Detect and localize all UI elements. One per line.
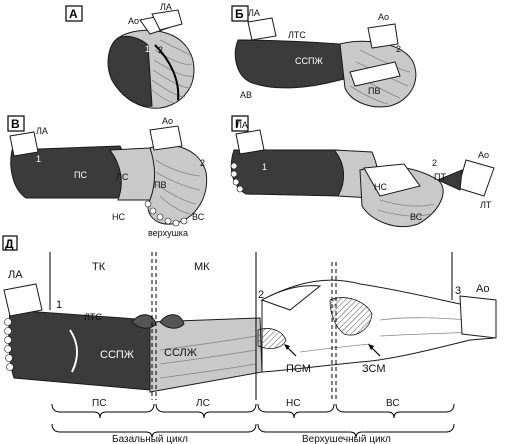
panel-a-fibers <box>151 39 194 104</box>
panel-d-apical-label: Верхушечный цикл <box>302 434 391 444</box>
panel-d-septum-tip-right <box>159 314 185 329</box>
panel-b-ao-tube <box>367 23 399 49</box>
panel-a-septum-line <box>154 44 180 101</box>
panel-v-num-1: 1 <box>36 154 41 164</box>
panel-d-basal-label: Базальный цикл <box>112 434 188 444</box>
panel-v-ps-label: ПС <box>74 170 87 180</box>
panel-a-ao-label: Ао <box>128 16 139 26</box>
panel-v-ls-label: ЛС <box>116 172 129 182</box>
panel-g-pt-tip <box>436 169 463 191</box>
panel-b: Б ЛА Ао ЛТС ССПЖ ПВ АВ 2 <box>231 5 417 108</box>
panel-d-ao-tube <box>459 295 497 339</box>
panel-d-mk-label: МК <box>194 261 210 273</box>
panel-d-vs-bracket-label: ВС <box>386 398 400 409</box>
panel-g-ns-loop <box>363 163 421 197</box>
panel-d-ao-label: Ао <box>476 283 489 295</box>
panel-g-pt-label: ПТ <box>434 172 446 182</box>
panel-d-loop <box>260 285 322 311</box>
panel-g-dark-band <box>230 149 346 197</box>
panel-d-ps-bracket-label: ПС <box>92 398 106 409</box>
panel-b-ssplzh-label: ССПЖ <box>295 56 323 66</box>
panel-g-left-dots <box>230 162 244 193</box>
panel-g-la-tube <box>235 129 265 155</box>
panel-v-apex-dots <box>144 200 188 227</box>
panel-d-psm-label: ПСМ <box>286 363 311 375</box>
panel-d-sslzh-label: ССЛЖ <box>164 347 197 359</box>
panel-d-zsm-muscle <box>329 297 373 336</box>
panel-d-lts-label: ЛТС <box>84 312 102 322</box>
panel-v: В ЛА Ао 1 2 ПС ЛС ПВ НС ВС верхушка <box>7 115 208 238</box>
panel-d-letter: Д <box>5 237 14 251</box>
panel-b-la-tube <box>247 17 277 41</box>
panel-b-la-label: ЛА <box>248 8 260 18</box>
panel-v-pv-label: ПВ <box>154 180 166 190</box>
panel-g-lt-label: ЛТ <box>480 200 492 210</box>
panel-b-letter: Б <box>235 7 244 21</box>
panel-b-letter-box <box>231 5 249 22</box>
panel-v-la-tube <box>9 131 39 157</box>
panel-g-ao-tube <box>457 159 495 197</box>
panel-d-psm-muscle <box>257 328 287 349</box>
panel-d-num-1: 1 <box>56 299 62 311</box>
panel-a-num-1: 1 <box>145 44 150 54</box>
panel-a-letter: А <box>69 7 78 21</box>
panel-v-apex-label: верхушка <box>148 228 188 238</box>
panel-g-vs-label: ВС <box>410 212 423 222</box>
panel-g-fibers <box>377 199 435 217</box>
panel-d: Д <box>2 235 497 444</box>
panel-b-pv-label: ПВ <box>368 86 380 96</box>
panel-v-la-label: ЛА <box>36 126 48 136</box>
panel-v-ns-label: НС <box>112 212 125 222</box>
panel-a-heart-dark <box>107 35 153 107</box>
panel-d-letter-box <box>2 235 18 251</box>
panel-d-lts-ribbon <box>69 329 78 373</box>
panel-a-la-label: ЛА <box>160 2 172 12</box>
panel-d-ssplzh-label: ССПЖ <box>100 349 134 361</box>
panel-v-letter: В <box>11 117 20 131</box>
panel-b-num-2: 2 <box>396 44 401 54</box>
panel-g-num-2: 2 <box>432 158 437 168</box>
panel-v-ao-label: Ао <box>162 116 173 126</box>
panel-d-la-label: ЛА <box>8 269 23 281</box>
panel-d-ns-bracket-label: НС <box>286 398 300 409</box>
panel-a: А Ао ЛА 1 2 <box>65 2 195 109</box>
panel-b-ao-label: Ао <box>378 12 389 22</box>
panel-b-dark-band <box>234 39 370 89</box>
panel-d-brackets <box>51 403 455 439</box>
panel-d-tk-label: ТК <box>92 261 106 273</box>
panel-d-psm-arrowhead <box>284 344 290 350</box>
panel-a-num-2: 2 <box>158 45 163 55</box>
panel-v-ao-tube <box>149 125 183 151</box>
panel-v-pv-cone <box>147 144 208 225</box>
panel-d-zsm-arrowhead <box>368 344 374 350</box>
panel-d-num-3: 3 <box>455 285 461 297</box>
panel-b-av-label: АВ <box>240 90 252 100</box>
panel-d-la-tube <box>3 283 43 317</box>
panel-d-zsm-label: ЗСМ <box>362 363 386 375</box>
panel-d-num-2: 2 <box>258 289 264 301</box>
panel-g-letter: Г <box>235 117 242 131</box>
panel-g-ns-label: НС <box>374 182 387 192</box>
panel-g: Г ЛА 1 2 Ао ПТ НС ВС ЛТ <box>230 115 495 228</box>
panel-b-tongue <box>349 61 401 87</box>
panel-b-lts-label: ЛТС <box>288 30 306 40</box>
panel-d-ls-bracket-label: ЛС <box>196 398 210 409</box>
panel-g-la-label: ЛА <box>236 120 248 130</box>
panel-g-num-1: 1 <box>262 162 267 172</box>
panel-v-vs-label: ВС <box>192 212 205 222</box>
panel-v-fibers <box>155 159 201 215</box>
panel-a-letter-box <box>65 5 83 22</box>
panel-d-left-dots <box>4 318 14 371</box>
panel-v-num-2: 2 <box>200 158 205 168</box>
panel-a-la-tube <box>151 9 183 31</box>
panel-g-ao-label: Ао <box>478 150 489 160</box>
panel-g-letter-box <box>231 115 249 132</box>
panel-v-letter-box <box>7 115 25 132</box>
